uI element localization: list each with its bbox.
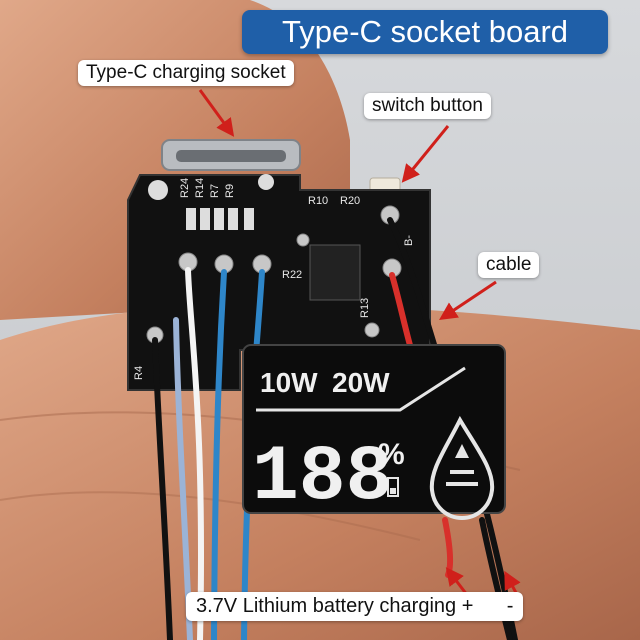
silk-bminus: B- xyxy=(403,235,415,246)
chip xyxy=(309,244,361,301)
silkscreen-labels: R24 R14 R7 R9 R10 R20 R22 R13 R4 B- xyxy=(133,178,415,380)
wires xyxy=(152,217,518,640)
silk-r13: R13 xyxy=(359,298,371,318)
battery-icon xyxy=(387,477,399,497)
display-10w: 10W xyxy=(260,367,318,398)
silk-r9: R9 xyxy=(224,184,236,198)
silk-r14: R14 xyxy=(194,178,206,198)
resistor-array xyxy=(186,208,254,230)
label-cable: cable xyxy=(478,252,540,278)
label-type-c-socket: Type-C charging socket xyxy=(78,60,294,86)
title-badge: Type-C socket board xyxy=(242,10,608,54)
arrow-cable xyxy=(439,280,497,320)
label-battery-charging: 3.7V Lithium battery charging + - xyxy=(186,592,524,621)
display-percent: % xyxy=(378,438,405,471)
solder-pads xyxy=(146,205,402,344)
arrow-switch xyxy=(401,125,450,183)
silk-r4: R4 xyxy=(133,366,145,380)
silk-r22: R22 xyxy=(282,269,302,281)
silk-r10: R10 xyxy=(308,195,328,207)
silk-r24: R24 xyxy=(179,178,191,198)
lcd-display xyxy=(242,344,506,514)
silk-r7: R7 xyxy=(209,184,221,198)
display-20w: 20W xyxy=(332,367,390,398)
silk-r20: R20 xyxy=(340,195,360,207)
label-switch-button: switch button xyxy=(364,93,491,119)
display-digits: 188 xyxy=(252,434,392,522)
arrow-socket xyxy=(198,89,235,137)
drop-icon xyxy=(429,415,495,521)
